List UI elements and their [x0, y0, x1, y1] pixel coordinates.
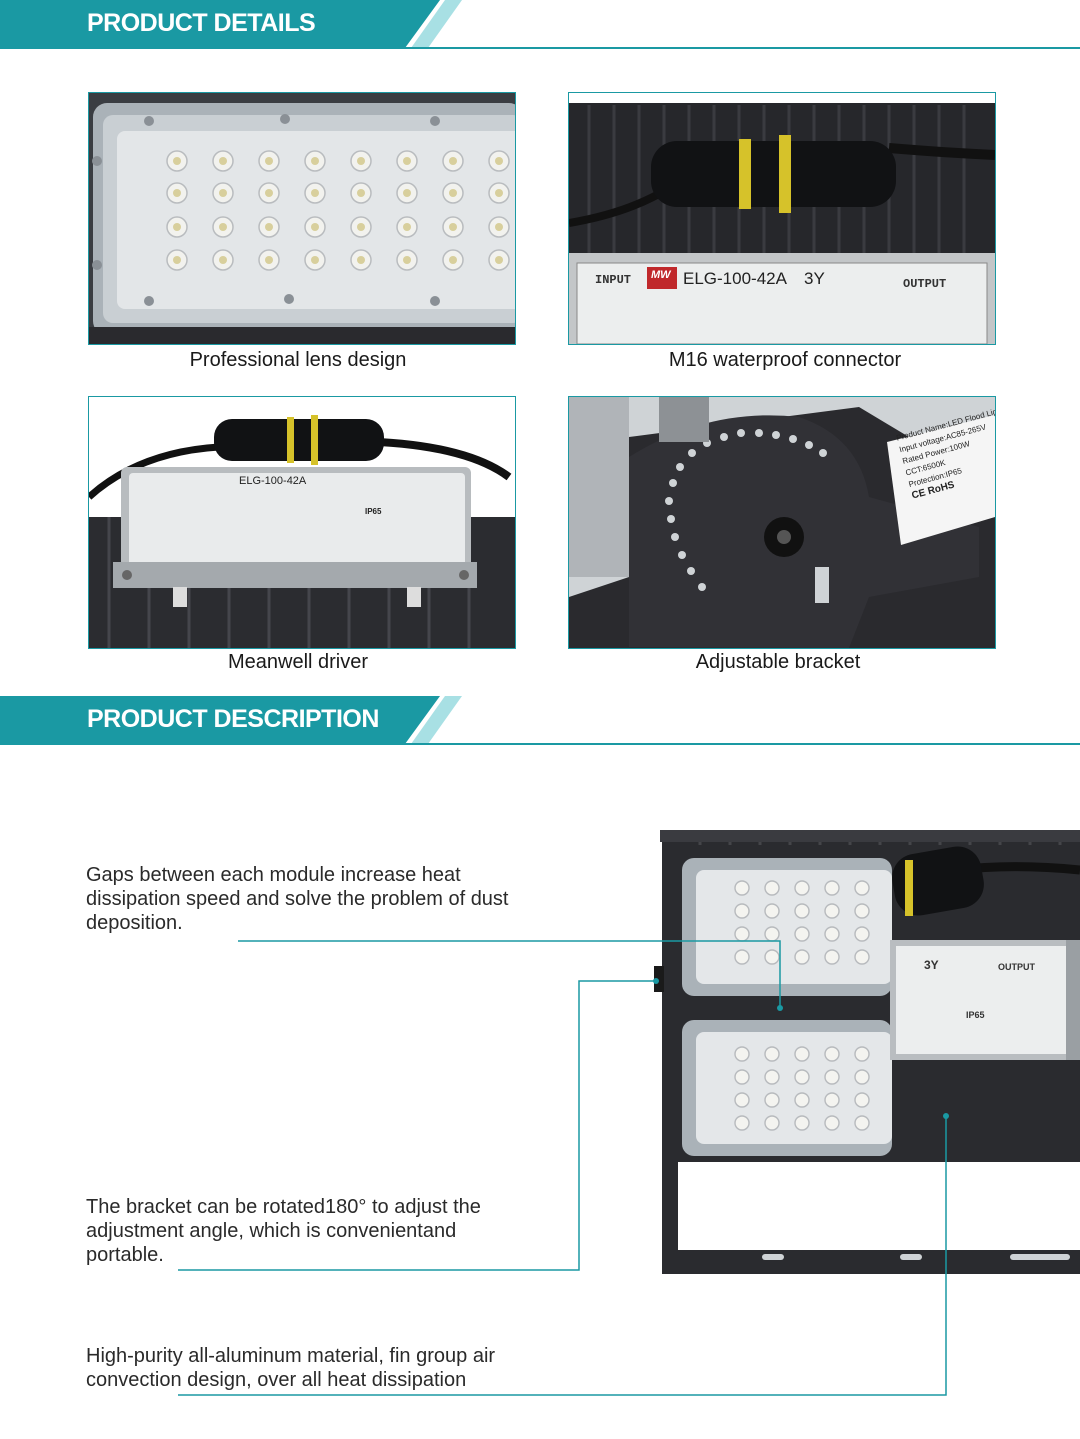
banner-shape — [0, 696, 1080, 745]
feature-gaps-text: Gaps between each module increase heat d… — [86, 864, 509, 934]
connector-photo: INPUT MW ELG-100-42A 3Y OUTPUT — [568, 92, 996, 345]
lens-caption: Professional lens design — [189, 349, 407, 371]
product-details-banner: PRODUCT DETAILS — [0, 0, 1080, 50]
product-description-title: PRODUCT DESCRIPTION — [87, 705, 379, 733]
feature-bracket-text: The bracket can be rotated180° to adjust… — [86, 1196, 481, 1266]
bracket-caption: Adjustable bracket — [695, 651, 861, 673]
connector-caption: M16 waterproof connector — [668, 349, 902, 371]
lens-photo — [88, 92, 516, 345]
bracket-photo: Product Name:LED Flood Ligl Input voltag… — [568, 396, 996, 649]
illustration-driver-suffix: 3Y — [924, 958, 939, 972]
product-details-title: PRODUCT DETAILS — [87, 9, 316, 37]
driver-brand-logo: MW — [651, 269, 671, 281]
driver-photo-model: ELG-100-42A — [239, 475, 307, 487]
banner-shape — [0, 0, 1080, 49]
driver-label-output: OUTPUT — [903, 277, 947, 291]
lens-module-image — [89, 93, 515, 344]
meanwell-driver-image — [89, 397, 515, 648]
driver-label-input: INPUT — [595, 273, 632, 287]
adjustable-bracket-image — [569, 397, 995, 648]
driver-caption: Meanwell driver — [227, 651, 369, 673]
feature-aluminum-text: High-purity all-aluminum material, fin g… — [86, 1345, 496, 1391]
product-description-banner: PRODUCT DESCRIPTION — [0, 696, 1080, 746]
driver-photo: ELG-100-42A IP65 — [88, 396, 516, 649]
driver-label-model: ELG-100-42A — [683, 269, 787, 288]
illustration-driver-rating: IP65 — [966, 1010, 985, 1020]
waterproof-connector-image — [569, 93, 995, 344]
driver-photo-rating: IP65 — [365, 507, 382, 516]
illustration-driver-output: OUTPUT — [998, 962, 1035, 972]
driver-label-suffix: 3Y — [804, 269, 825, 288]
